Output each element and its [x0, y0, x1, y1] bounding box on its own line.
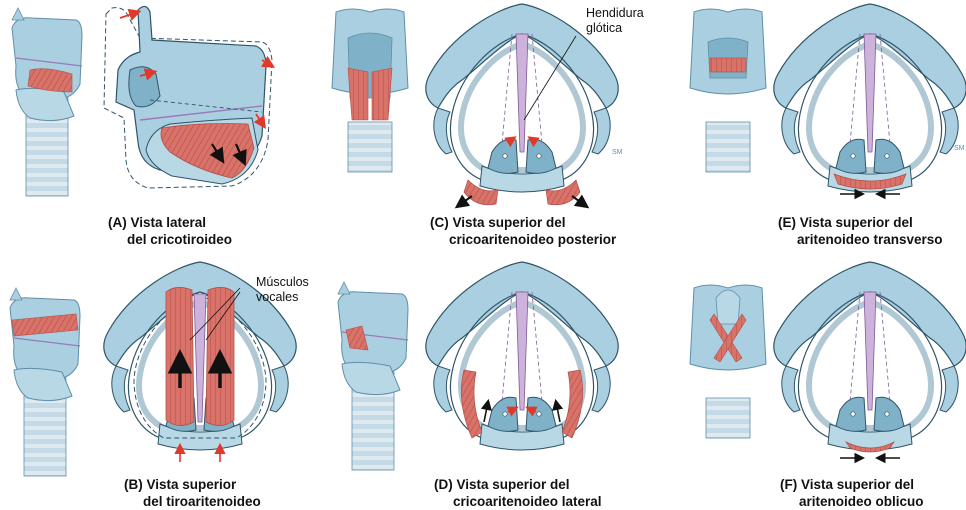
caption-e: (E) Vista superior del aritenoideo trans…	[778, 214, 943, 248]
caption-b: (B) Vista superior del tiroaritenoideo	[124, 476, 261, 510]
panel-f-illustration	[689, 262, 966, 464]
panel-e-illustration: SM	[689, 4, 966, 200]
caption-b-line2: del tiroaritenoideo	[143, 494, 261, 509]
caption-a-line1: (A) Vista lateral	[108, 215, 207, 230]
signature-e: SM	[954, 145, 965, 152]
caption-c-line2: cricoaritenoideo posterior	[449, 232, 617, 247]
panel-d-illustration	[337, 262, 618, 471]
caption-f-line1: (F) Vista superior del	[780, 477, 915, 492]
caption-d: (D) Vista superior del cricoaritenoideo …	[434, 476, 602, 510]
panel-c-illustration: SM	[331, 4, 623, 209]
caption-f-line2: aritenoideo oblicuo	[799, 494, 924, 509]
callout-vocal-muscles-line2: vocales	[256, 290, 299, 304]
caption-d-line1: (D) Vista superior del	[434, 477, 570, 492]
caption-c: (C) Vista superior del cricoaritenoideo …	[430, 214, 616, 248]
caption-e-line2: aritenoideo transverso	[797, 232, 943, 247]
callout-vocal-muscles: Músculos vocales	[256, 275, 309, 305]
signature-c: SM	[612, 149, 623, 156]
panel-a-illustration	[11, 5, 276, 197]
panel-a-large-larynx	[103, 5, 276, 189]
callout-glottic-cleft: Hendidura glótica	[586, 6, 644, 36]
callout-glottic-cleft-line1: Hendidura	[586, 6, 644, 20]
panel-b-illustration	[9, 262, 296, 477]
caption-c-line1: (C) Vista superior del	[430, 215, 566, 230]
caption-e-line1: (E) Vista superior del	[778, 215, 913, 230]
caption-a-line2: del cricotiroideo	[127, 232, 233, 247]
caption-d-line2: cricoaritenoideo lateral	[453, 494, 602, 509]
callout-vocal-muscles-line1: Músculos	[256, 275, 309, 289]
caption-a: (A) Vista lateral del cricotiroideo	[108, 214, 232, 248]
caption-f: (F) Vista superior del aritenoideo oblic…	[780, 476, 924, 510]
callout-glottic-cleft-line2: glótica	[586, 21, 623, 35]
caption-b-line1: (B) Vista superior	[124, 477, 237, 492]
